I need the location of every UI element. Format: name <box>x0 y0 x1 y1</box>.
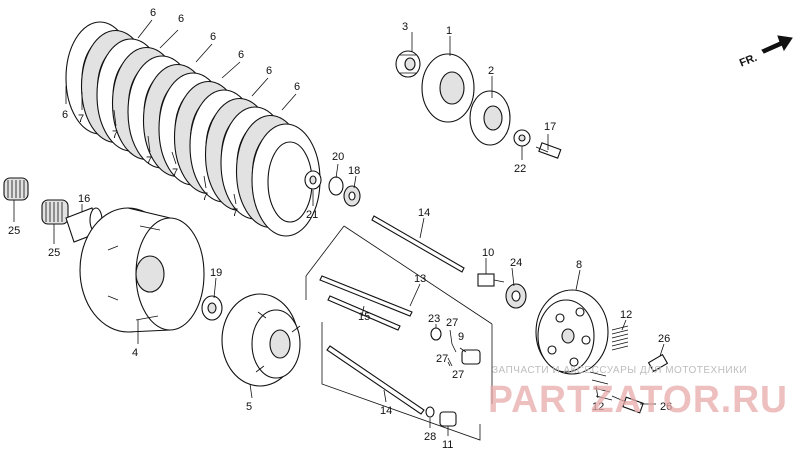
front-direction-arrow: FR. <box>738 35 793 70</box>
label-6b[interactable]: 6 <box>178 13 184 25</box>
watermark-brand: PARTZATOR.RU <box>488 379 788 421</box>
label-6a[interactable]: 6 <box>150 7 156 19</box>
piece-11[interactable] <box>439 411 457 427</box>
clutch-spring-12-upper[interactable] <box>611 325 629 351</box>
collar-3[interactable] <box>395 50 421 78</box>
front-arrow-label: FR. <box>738 52 759 70</box>
label-4[interactable]: 4 <box>132 347 138 359</box>
watermark: ЗАПЧАСТИ И АКСЕССУАРЫ ДЛЯ МОТОТЕХНИКИ PA… <box>488 365 788 421</box>
label-28[interactable]: 28 <box>424 431 436 443</box>
rod-15[interactable] <box>327 295 401 331</box>
label-27a[interactable]: 27 <box>446 317 458 329</box>
bolt-17[interactable] <box>535 142 562 159</box>
pin-27[interactable] <box>447 343 457 367</box>
part-number-labels: 6 6 6 6 6 6 6 7 7 7 7 7 7 1 2 3 4 5 8 9 … <box>8 7 672 451</box>
label-6g[interactable]: 6 <box>62 109 68 121</box>
label-27c[interactable]: 27 <box>452 369 464 381</box>
label-5[interactable]: 5 <box>246 401 252 413</box>
label-23[interactable]: 23 <box>428 313 440 325</box>
clutch-spring-12-lower[interactable] <box>589 371 613 401</box>
label-18[interactable]: 18 <box>348 165 360 177</box>
label-7a[interactable]: 7 <box>78 113 84 125</box>
thrust-washer-19[interactable] <box>201 295 223 321</box>
label-21[interactable]: 21 <box>306 209 318 221</box>
rod-14-lower[interactable] <box>326 345 425 415</box>
nut-18[interactable] <box>343 185 361 207</box>
clutch-outer-4[interactable] <box>79 207 205 333</box>
piece-9[interactable] <box>461 349 481 365</box>
label-26a[interactable]: 26 <box>658 333 670 345</box>
plate-leader-lines <box>65 19 297 205</box>
arrow-right-icon <box>761 35 793 54</box>
label-14b[interactable]: 14 <box>380 405 392 417</box>
rod-14-upper[interactable] <box>371 215 465 273</box>
label-9[interactable]: 9 <box>458 331 464 343</box>
o-ring-28[interactable] <box>425 406 435 418</box>
label-3[interactable]: 3 <box>402 21 408 33</box>
label-2[interactable]: 2 <box>488 65 494 77</box>
label-7c[interactable]: 7 <box>146 155 152 167</box>
label-10[interactable]: 10 <box>482 247 494 259</box>
gear-2[interactable] <box>469 90 511 146</box>
pressure-plate-8[interactable] <box>535 289 609 375</box>
needle-bearing-25-upper[interactable] <box>3 177 29 201</box>
bolt-26-upper[interactable] <box>647 353 669 373</box>
label-25b[interactable]: 25 <box>48 247 60 259</box>
needle-bearing-25-lower[interactable] <box>41 199 69 225</box>
label-1[interactable]: 1 <box>446 25 452 37</box>
lifter-rod-13[interactable] <box>319 275 413 317</box>
label-19[interactable]: 19 <box>210 267 222 279</box>
clutch-plate-stack <box>65 21 321 237</box>
label-15[interactable]: 15 <box>358 311 370 323</box>
label-6f[interactable]: 6 <box>294 81 300 93</box>
label-27b[interactable]: 27 <box>436 353 448 365</box>
label-6e[interactable]: 6 <box>266 65 272 77</box>
label-7b[interactable]: 7 <box>112 129 118 141</box>
lock-washer-20[interactable] <box>328 176 344 196</box>
label-20[interactable]: 20 <box>332 151 344 163</box>
lifter-piece-10[interactable] <box>477 273 505 287</box>
label-6d[interactable]: 6 <box>238 49 244 61</box>
o-ring-23[interactable] <box>430 327 442 341</box>
label-7f[interactable]: 7 <box>232 207 238 219</box>
label-7e[interactable]: 7 <box>202 191 208 203</box>
label-8[interactable]: 8 <box>576 259 582 271</box>
label-11[interactable]: 11 <box>442 439 453 451</box>
label-14a[interactable]: 14 <box>418 207 430 219</box>
assembly-frame <box>305 225 493 441</box>
leader-lines <box>13 32 665 436</box>
label-24[interactable]: 24 <box>510 257 522 269</box>
washer-22[interactable] <box>513 129 531 147</box>
label-26b[interactable]: 26 <box>660 401 672 413</box>
gear-1[interactable] <box>421 53 475 123</box>
bearing-24[interactable] <box>505 283 527 309</box>
watermark-caption: ЗАПЧАСТИ И АКСЕССУАРЫ ДЛЯ МОТОТЕХНИКИ <box>492 365 747 376</box>
washer-21[interactable] <box>304 170 322 190</box>
bolt-26-lower[interactable] <box>611 395 644 414</box>
clutch-center-5[interactable] <box>221 293 301 387</box>
label-12a[interactable]: 12 <box>620 309 632 321</box>
label-17[interactable]: 17 <box>544 121 556 133</box>
label-13[interactable]: 13 <box>414 273 426 285</box>
label-6c[interactable]: 6 <box>210 31 216 43</box>
label-12b[interactable]: 12 <box>592 401 604 413</box>
label-7d[interactable]: 7 <box>172 167 178 179</box>
label-16[interactable]: 16 <box>78 193 90 205</box>
label-25a[interactable]: 25 <box>8 225 20 237</box>
label-22[interactable]: 22 <box>514 163 526 175</box>
